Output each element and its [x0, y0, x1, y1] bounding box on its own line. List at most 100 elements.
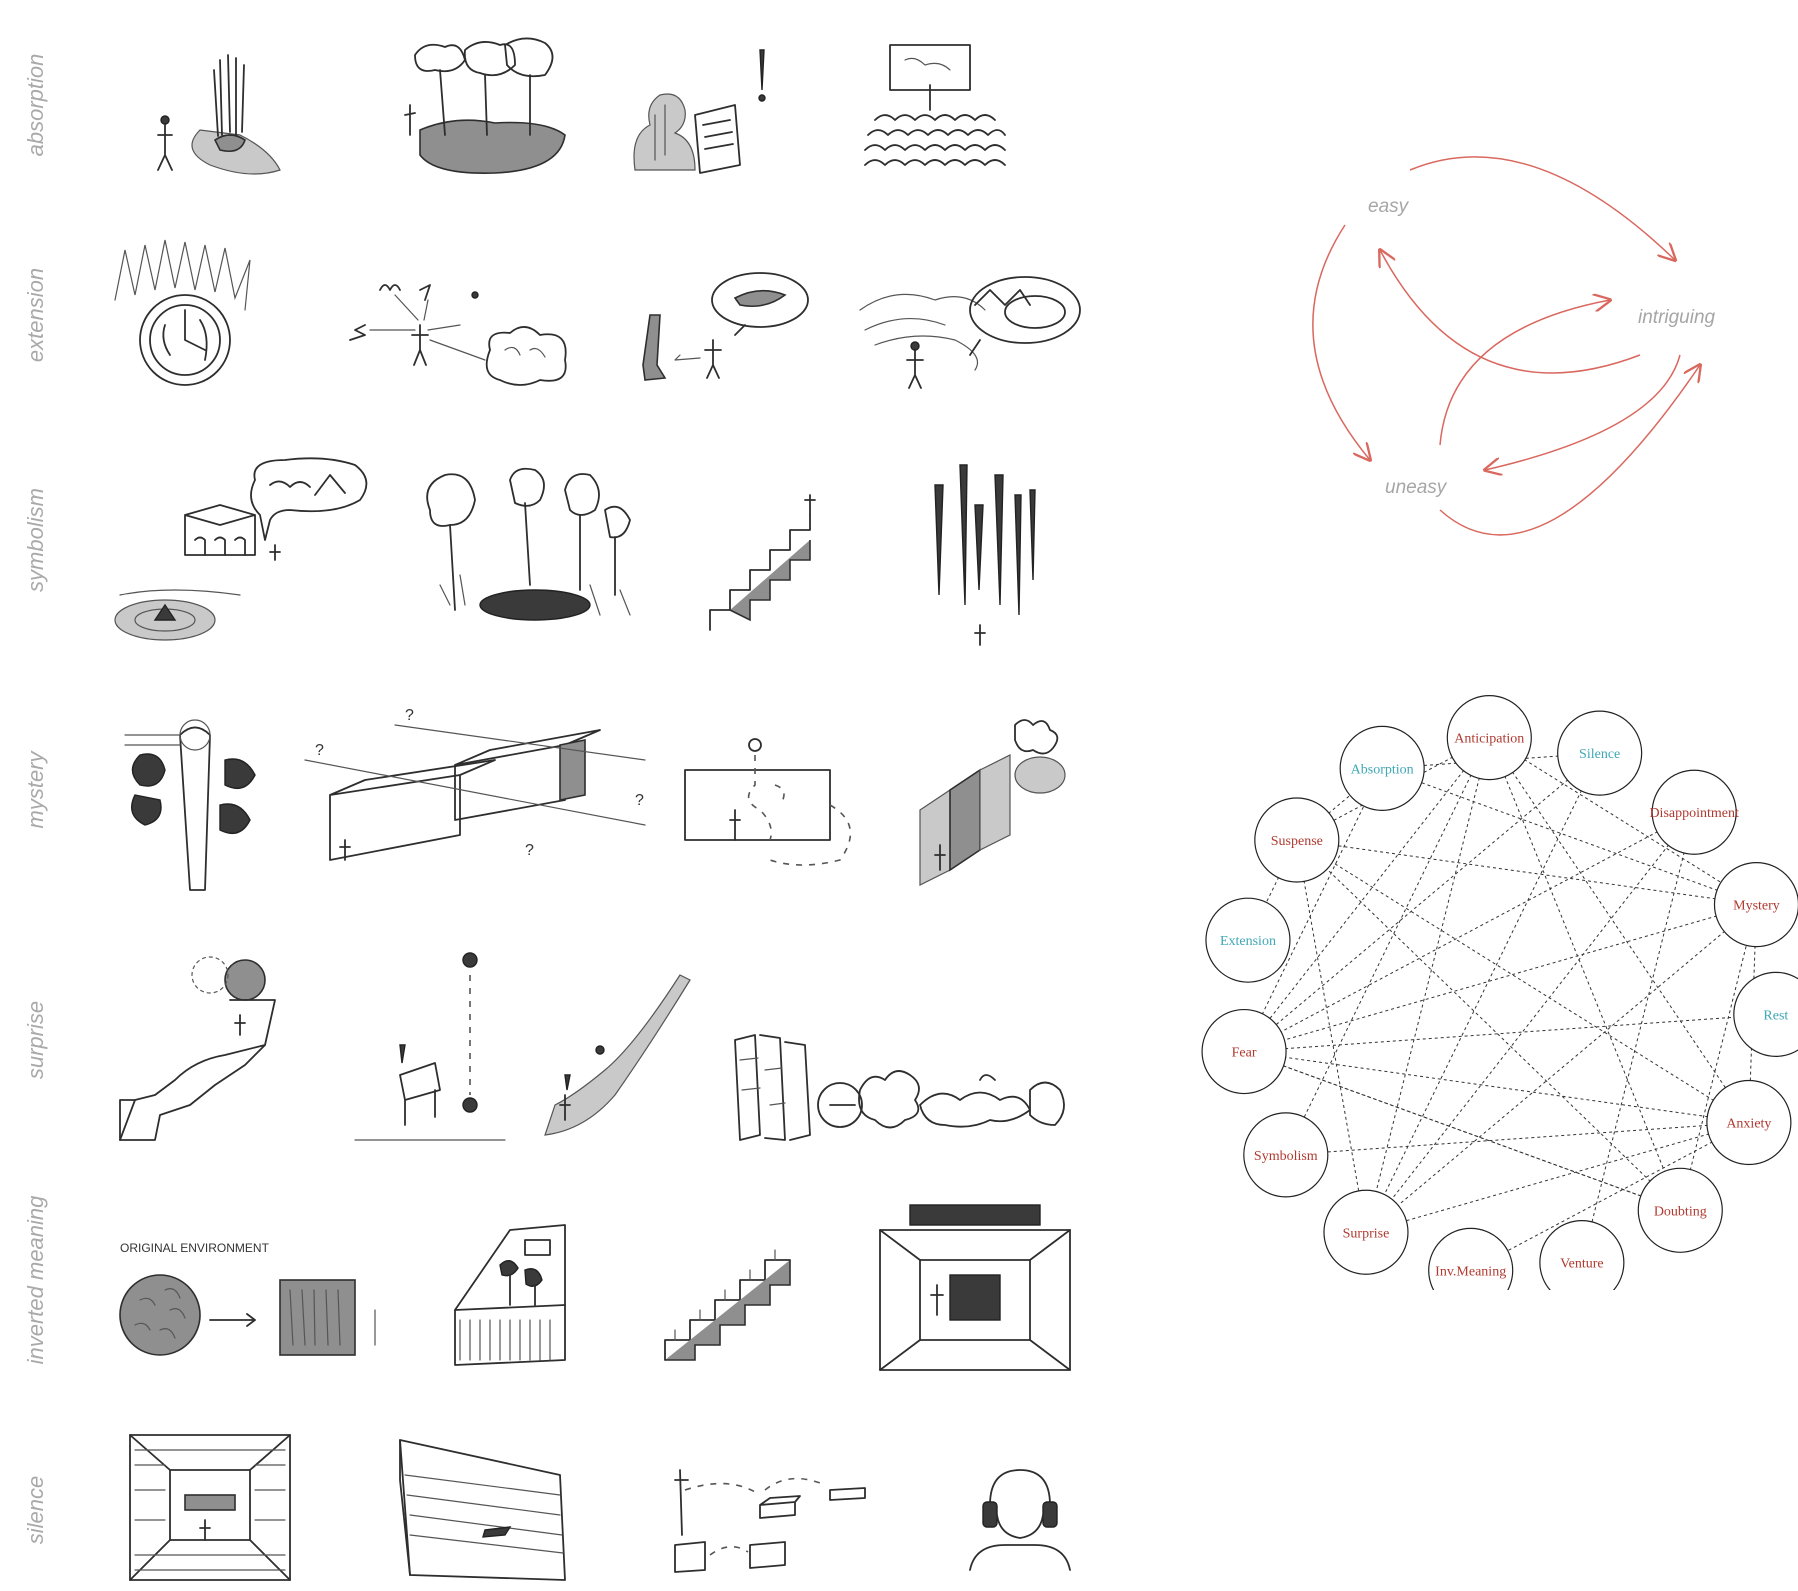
- sketch-mystery-panels: [915, 710, 1075, 886]
- network-edge-doubting-mystery: [1685, 926, 1752, 1189]
- sketch-extension-clock: [105, 239, 265, 390]
- row-label-extension: extension: [23, 267, 48, 363]
- network-edge-anticipation-fear: [1257, 755, 1476, 1034]
- network-node-surprise: Surprise: [1323, 1189, 1409, 1275]
- svg-text:?: ?: [315, 742, 324, 759]
- row-label-silence: silence: [23, 1475, 48, 1545]
- cycle-node-uneasy: uneasy: [1385, 477, 1448, 498]
- network-node-doubting: Doubting: [1637, 1167, 1723, 1253]
- network-node-circle: [1651, 769, 1737, 855]
- sketch-inverted-meaning-room: [875, 1204, 1075, 1375]
- sketch-surprise-drop: [354, 945, 506, 1145]
- network-edge-doubting-suspense: [1313, 855, 1664, 1195]
- network-node-circle: [1428, 1227, 1514, 1290]
- network-edge-doubting-fear: [1265, 1058, 1659, 1203]
- network-node-mystery: Mystery: [1713, 862, 1798, 948]
- network-node-circle: [1557, 710, 1643, 796]
- emotion-network-diagram: AnticipationSilenceDisappointmentMystery…: [1201, 695, 1798, 1290]
- sketch-absorption-forest: [395, 35, 575, 180]
- network-edge-anxiety-suspense: [1316, 851, 1730, 1111]
- cycle-edge-easy-intriguing: [1409, 156, 1675, 260]
- sketch-silence-pool: [395, 1435, 570, 1585]
- network-node-circle: [1446, 695, 1532, 781]
- network-node-label: Surprise: [1343, 1226, 1390, 1241]
- network-node-circle: [1323, 1189, 1409, 1275]
- network-node-rest: Rest: [1733, 971, 1798, 1057]
- cycle-edge-intriguing-easy: [1380, 250, 1641, 374]
- row-label-absorption: absorption: [23, 53, 48, 157]
- network-node-circle: [1205, 897, 1291, 983]
- network-edge-mystery-surprise: [1383, 919, 1740, 1218]
- network-node-circle: [1713, 862, 1798, 948]
- network-node-suspense: Suspense: [1254, 797, 1340, 883]
- sketch-inverted-meaning-stairs: [655, 1230, 795, 1370]
- network-node-label: Inv.Meaning: [1435, 1264, 1506, 1279]
- row-label-inverted-meaning: inverted meaning: [23, 1195, 48, 1365]
- sketch-extension-thought-bubble: [635, 270, 810, 390]
- network-edge-mystery-absorption: [1403, 775, 1735, 898]
- network-node-venture: Venture: [1539, 1220, 1625, 1290]
- network-node-disappointment: Disappointment: [1649, 769, 1739, 855]
- network-edge-anticipation-symbolism: [1295, 758, 1480, 1135]
- network-edge-anticipation-anxiety: [1501, 756, 1737, 1104]
- network-node-circle: [1254, 797, 1340, 883]
- sketch-surprise-crowd: [730, 1030, 1075, 1145]
- network-edge-mystery-fear: [1266, 910, 1735, 1046]
- network-edge-mystery-suspense: [1319, 842, 1734, 902]
- network-node-label: Rest: [1763, 1008, 1788, 1023]
- network-node-label: Symbolism: [1254, 1149, 1318, 1164]
- sketch-mystery-maze: [680, 730, 865, 870]
- network-edge-suspense-surprise: [1300, 862, 1363, 1210]
- sketch-surprise-ramp: [115, 945, 285, 1145]
- sketch-silence-islands: [670, 1460, 880, 1575]
- network-node-silence: Silence: [1557, 710, 1643, 796]
- network-edge-anxiety-fear: [1266, 1054, 1727, 1120]
- sketch-inverted-meaning-environment: ORIGINAL ENVIRONMENT: [115, 1230, 385, 1370]
- network-node-absorption: Absorption: [1339, 725, 1425, 811]
- svg-text:?: ?: [635, 792, 644, 809]
- network-node-circle: [1637, 1167, 1723, 1253]
- network-node-label: Fear: [1232, 1046, 1257, 1061]
- row-label-surprise: surprise: [23, 1000, 48, 1080]
- network-node-circle: [1706, 1079, 1792, 1166]
- network-node-label: Silence: [1579, 747, 1620, 762]
- sketch-absorption-theatre: [860, 40, 1010, 180]
- sketch-silence-headphones: [965, 1460, 1075, 1575]
- cycle-node-easy: easy: [1368, 196, 1410, 217]
- sketch-extension-landscape: [855, 270, 1085, 390]
- network-node-anxiety: Anxiety: [1706, 1079, 1792, 1166]
- cycle-edge-uneasy-intriguing-outer: [1439, 365, 1700, 536]
- network-edge-anxiety-surprise: [1388, 1128, 1727, 1227]
- sketch-silence-room: [125, 1430, 295, 1585]
- network-node-circle: [1339, 725, 1425, 811]
- cycle-edge-easy-uneasy: [1312, 224, 1370, 460]
- network-edge-fear-doubting: [1265, 1058, 1659, 1203]
- network-edge-anticipation-doubting: [1497, 758, 1673, 1190]
- network-node-label: Doubting: [1654, 1204, 1707, 1219]
- network-node-label: Mystery: [1733, 899, 1780, 914]
- cycle-node-intriguing: intriguing: [1638, 307, 1716, 328]
- sketch-extension-network: [340, 265, 580, 390]
- svg-text:?: ?: [525, 842, 534, 859]
- network-node-symbolism: Symbolism: [1243, 1112, 1329, 1198]
- cycle-edge-uneasy-intriguing: [1439, 300, 1610, 446]
- network-node-circle: [1243, 1112, 1329, 1198]
- network-node-anticipation: Anticipation: [1446, 695, 1532, 781]
- network-edge-anticipation-mystery: [1508, 749, 1738, 893]
- sketch-surprise-slide: [535, 974, 695, 1145]
- network-node-label: Suspense: [1271, 834, 1323, 849]
- network-node-circle: [1733, 971, 1798, 1057]
- sketch-absorption-reader: [625, 45, 775, 180]
- network-edge-anxiety-invmeaning: [1490, 1132, 1729, 1260]
- network-edge-anticipation-surprise: [1371, 759, 1485, 1210]
- network-node-fear: Fear: [1201, 1008, 1287, 1095]
- network-node-label: Anticipation: [1454, 732, 1524, 747]
- network-node-label: Absorption: [1351, 762, 1414, 777]
- sketch-absorption-waterfall: [140, 40, 290, 180]
- sketch-mystery-blocks: ? ? ? ?: [304, 705, 650, 875]
- network-nodes: AnticipationSilenceDisappointmentMystery…: [1201, 695, 1798, 1290]
- sketch-symbolism-staircase: [700, 490, 830, 635]
- row-label-symbolism: symbolism: [23, 488, 48, 592]
- network-node-circle: [1539, 1220, 1625, 1290]
- network-edge-disappointment-fear: [1264, 822, 1675, 1042]
